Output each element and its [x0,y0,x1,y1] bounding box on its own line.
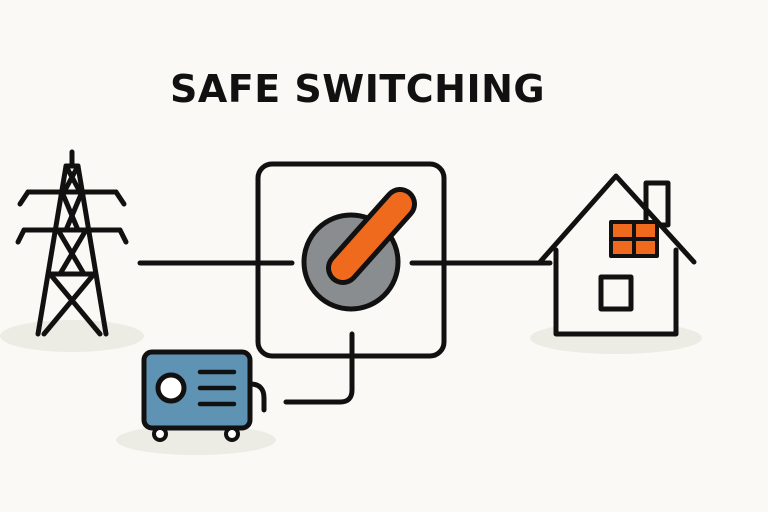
connection-lines [137,260,553,405]
generator-vents [197,369,237,407]
diagram-title: SAFE SWITCHING [170,67,546,111]
switch-handle-fill [331,192,412,280]
house-attic-window [609,220,659,258]
tower-ground-shadow [0,320,144,352]
generator-fan [155,372,187,404]
generator-wheel-left [152,426,168,442]
generator-cord [247,381,267,413]
house-door-window [598,274,634,312]
transfer-switch [255,161,447,359]
power-tower-icon [15,149,129,337]
generator-to-switch-line [283,331,355,405]
house-roof [537,173,697,265]
generator-wheel-right [224,426,240,442]
generator-icon [141,349,267,442]
switch-housing [255,161,447,359]
house-icon [537,173,697,337]
